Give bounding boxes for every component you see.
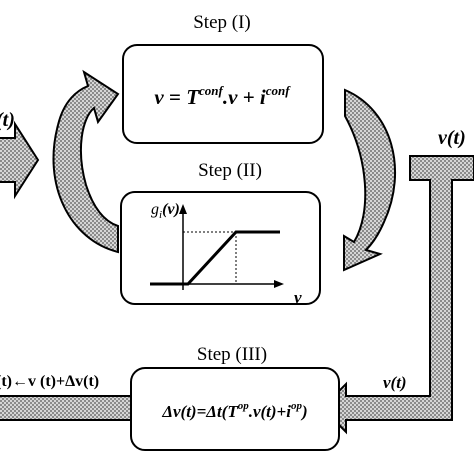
step2-label: Step (II) (198, 160, 262, 181)
activation-ylabel: gi(v) (151, 201, 180, 221)
step3-equation: Δv(t)=Δt(Top.v(t)+iop) (161, 400, 307, 421)
step3-box (130, 367, 340, 451)
x-axis-arrowhead (274, 280, 284, 288)
update-rule-label: (t)←v (t)+Δv(t) (0, 373, 99, 390)
feedback-top-label: v(t) (438, 127, 466, 149)
y-axis-arrowhead (179, 204, 187, 214)
feedback-bottom-label: v(t) (383, 373, 407, 392)
step1-equation: v = Tconf.v + iconf (154, 83, 291, 109)
step3-label: Step (III) (197, 344, 267, 365)
output-arrow (0, 395, 133, 421)
activation-xlabel: v (294, 288, 302, 307)
loop-arrow-to-step2 (343, 88, 396, 272)
activation-plot: gi(v) v (150, 201, 302, 307)
step1-label: Step (I) (193, 12, 251, 33)
left-input-arrow (0, 120, 40, 200)
loop-arrow-to-step1 (52, 69, 120, 254)
left-input-label: (t) (0, 109, 15, 131)
activation-curve (150, 230, 280, 286)
step1-box (122, 44, 324, 144)
